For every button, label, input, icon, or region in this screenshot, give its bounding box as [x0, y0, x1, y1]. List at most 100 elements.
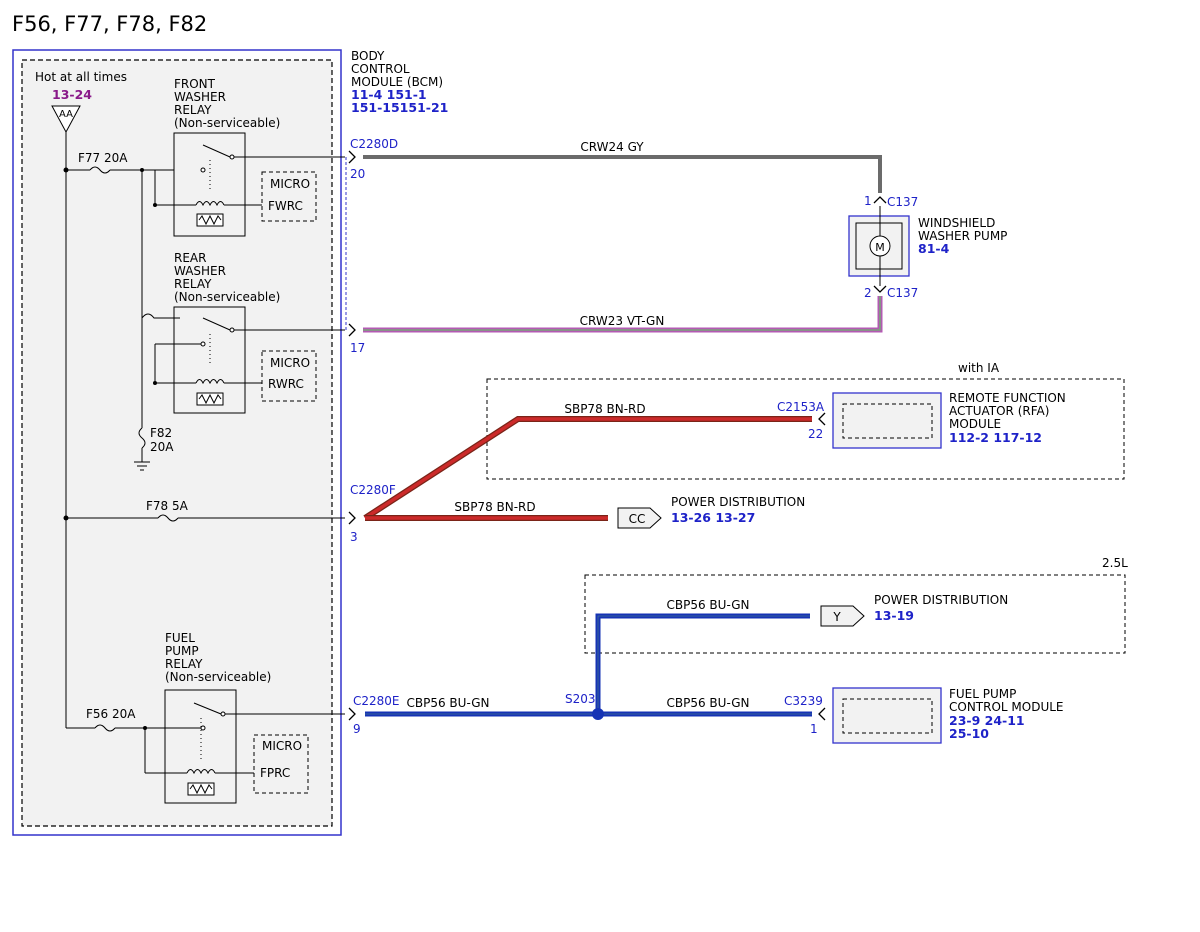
rfa-module-inner [842, 403, 933, 439]
front-relay-line3: RELAY [174, 103, 212, 117]
option-2-5l-label: 2.5L [1102, 556, 1128, 570]
wire-cbp56-right-label: CBP56 BU-GN [667, 696, 750, 710]
fuel-relay-line1: FUEL [165, 631, 195, 645]
power-distribution-y-title: POWER DISTRIBUTION [874, 593, 1008, 607]
c137-pin1: 1 [864, 194, 872, 208]
c2153a-label[interactable]: C2153A [777, 400, 825, 414]
fuse-f56-symbol [94, 724, 116, 732]
front-relay-coil [195, 201, 225, 207]
c2280f-pin: 3 [350, 530, 358, 544]
fwrc-label: FWRC [268, 199, 303, 213]
rear-relay-line3: RELAY [174, 277, 212, 291]
power-distribution-y-refs[interactable]: 13-19 [874, 608, 914, 623]
wire-sbp78-upper-core [364, 417, 812, 520]
fuel-relay-switch-pole [193, 702, 222, 715]
rwrc-label: RWRC [268, 377, 304, 391]
bcm-ref-line1[interactable]: 11-4 151-1 [351, 87, 427, 102]
y-connector-tag[interactable] [820, 605, 865, 627]
fuse-f82-name: F82 [150, 426, 172, 440]
rear-relay-coil [195, 379, 225, 385]
hot-ref-link[interactable]: 13-24 [52, 87, 92, 102]
y-tag-label: Y [832, 610, 841, 624]
rear-relay-line1: REAR [174, 251, 206, 265]
c2153a-arrow [818, 412, 826, 426]
c3239-arrow [818, 707, 826, 721]
front-relay-resistor [196, 213, 224, 227]
wire-sbp78-upper-label: SBP78 BN-RD [564, 402, 645, 416]
hot-at-all-times-label: Hot at all times [35, 70, 127, 84]
c2280d-pin20: 20 [350, 167, 365, 181]
wire-cbp56-upper-label: CBP56 BU-GN [667, 598, 750, 612]
rfa-module [832, 392, 942, 449]
fuse-f78-label: F78 5A [146, 499, 189, 513]
rear-relay-pivot [200, 341, 206, 347]
fuse-f78-symbol [157, 514, 179, 522]
c2280f-arrow [348, 511, 356, 525]
rear-micro-box [261, 350, 317, 402]
front-relay-switch-pole [202, 144, 231, 158]
washer-pump-title2: WASHER PUMP [918, 229, 1007, 243]
c137-pin2: 2 [864, 286, 872, 300]
c2280d-pin17: 17 [350, 341, 365, 355]
wire-sbp78-lower-label: SBP78 BN-RD [454, 500, 535, 514]
option-2-5l-region [584, 574, 1126, 654]
rear-relay-resistor [196, 392, 224, 406]
c2280e-label[interactable]: C2280E [353, 694, 400, 708]
fuse-f77-label: F77 20A [78, 151, 128, 165]
page-title: F56, F77, F78, F82 [12, 12, 207, 36]
power-distribution-cc-title: POWER DISTRIBUTION [671, 495, 805, 509]
rfa-title1: REMOTE FUNCTION [949, 391, 1066, 405]
fuel-relay-coil [186, 769, 216, 775]
washer-pump-ref[interactable]: 81-4 [918, 241, 950, 256]
power-source-triangle [51, 105, 81, 134]
c2153a-pin: 22 [808, 427, 823, 441]
front-relay-line4: (Non-serviceable) [174, 116, 280, 130]
fprc-label: FPRC [260, 766, 290, 780]
washer-pump-motor-symbol: M [875, 241, 885, 254]
front-relay-line2: WASHER [174, 90, 226, 104]
cc-connector-tag[interactable] [617, 507, 662, 529]
front-coil-node [153, 203, 157, 207]
c137-label-bottom[interactable]: C137 [887, 286, 918, 300]
fuel-relay-resistor-zigzag [189, 783, 213, 795]
rear-relay-switch-pole [202, 317, 231, 331]
rear-relay-line2: WASHER [174, 264, 226, 278]
fpcm-refs-line1[interactable]: 23-9 24-11 [949, 713, 1025, 728]
front-relay-resistor-zigzag [198, 214, 222, 226]
rfa-title2: ACTUATOR (RFA) [949, 404, 1049, 418]
front-micro-label: MICRO [270, 177, 310, 191]
fpcm-title1: FUEL PUMP [949, 687, 1016, 701]
s203-label[interactable]: S203 [565, 692, 596, 706]
rfa-refs[interactable]: 112-2 117-12 [949, 430, 1042, 445]
fuel-relay-pivot [200, 725, 206, 731]
rear-relay-resistor-zigzag [198, 393, 222, 405]
front-micro-box [261, 171, 317, 222]
bcm-ref-line2[interactable]: 151-15151-21 [351, 100, 448, 115]
fuel-relay-line2: PUMP [165, 644, 199, 658]
fuel-relay-line3: RELAY [165, 657, 203, 671]
rear-micro-label: MICRO [270, 356, 310, 370]
c2280e-pin: 9 [353, 722, 361, 736]
fuse-f56-label: F56 20A [86, 707, 136, 721]
c137-pin2-arrow [873, 285, 887, 293]
rfa-title3: MODULE [949, 417, 1001, 431]
fuel-relay-contact [220, 711, 226, 717]
washer-pump-title1: WINDSHIELD [918, 216, 995, 230]
fpcm-refs-line2[interactable]: 25-10 [949, 726, 989, 741]
fuse-f82-rating: 20A [150, 440, 174, 454]
fpcm-module [832, 687, 942, 744]
fuse-f82-symbol [138, 427, 146, 449]
fuel-relay-resistor [187, 782, 215, 796]
power-distribution-cc-refs[interactable]: 13-26 13-27 [671, 510, 755, 525]
washer-pump-motor [869, 235, 891, 257]
c137-label-top[interactable]: C137 [887, 195, 918, 209]
c3239-label[interactable]: C3239 [784, 694, 823, 708]
c2280d-label[interactable]: C2280D [350, 137, 398, 151]
splice-s203[interactable] [592, 708, 604, 720]
c2280f-label[interactable]: C2280F [350, 483, 396, 497]
fpcm-title2: CONTROL MODULE [949, 700, 1064, 714]
fpcm-module-inner [842, 698, 933, 734]
wire-crw24[interactable] [363, 155, 882, 193]
